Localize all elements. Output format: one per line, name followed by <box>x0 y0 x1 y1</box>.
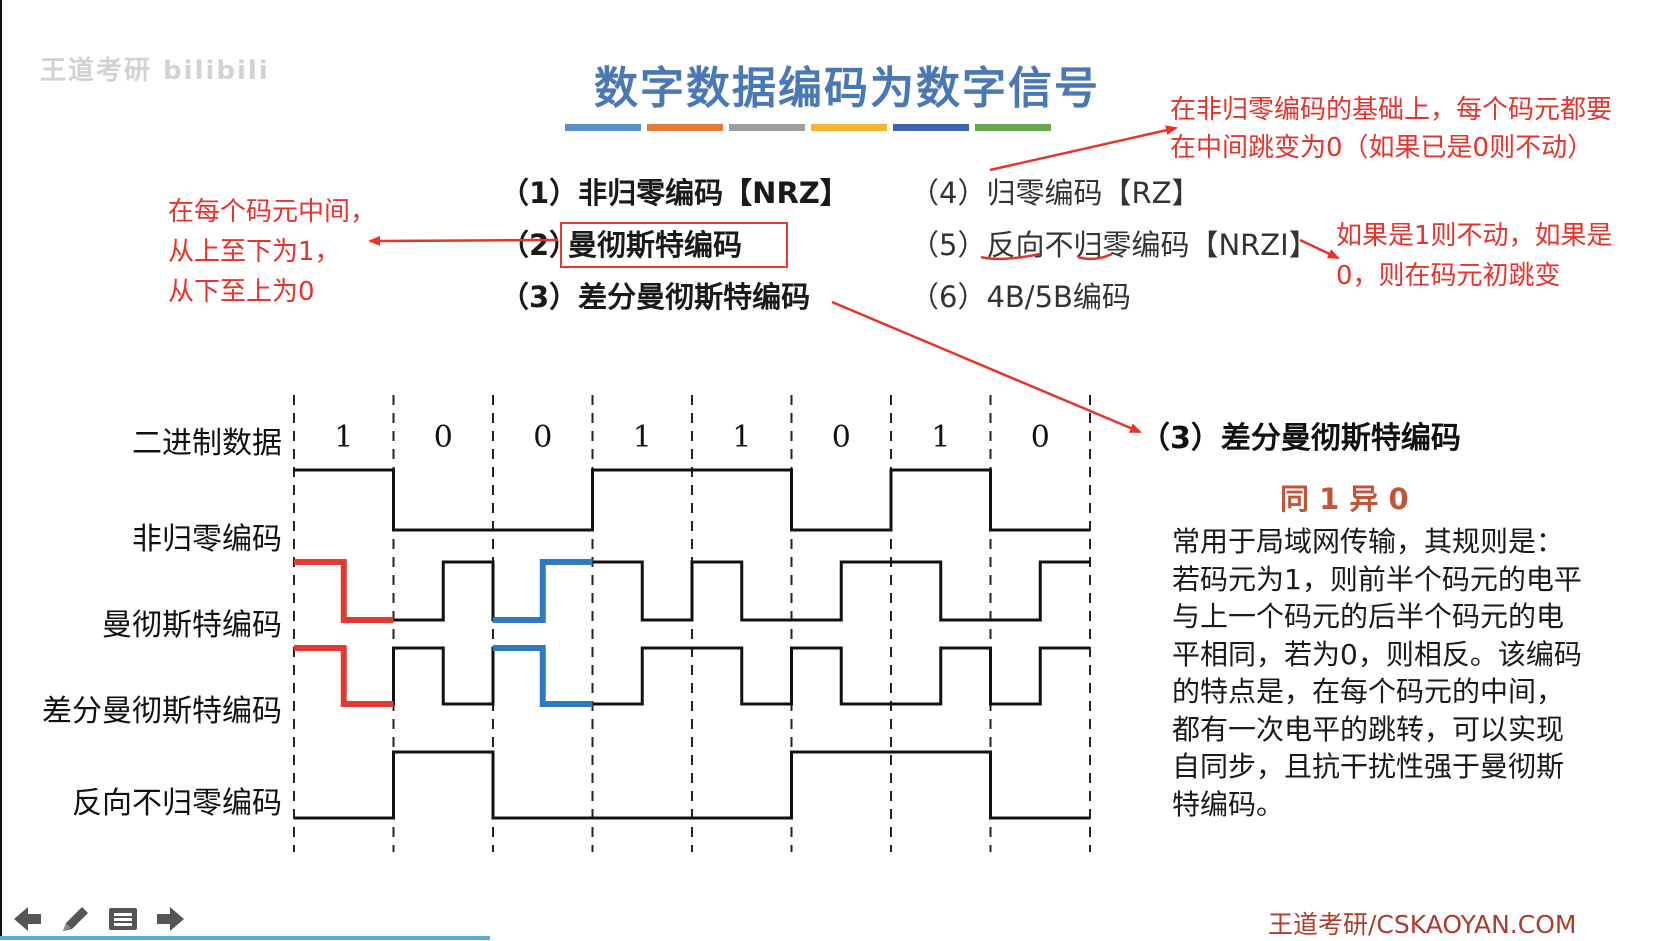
bit-value: 1 <box>334 420 354 455</box>
rz-note-line2: 在中间跳变为0（如果已是0则不动） <box>1170 133 1594 163</box>
title-color-bar <box>811 124 887 131</box>
rz-note-arrow <box>989 125 1178 172</box>
diff-manchester-arrow <box>831 300 1142 434</box>
row-label-nrzi: 反向不归零编码 <box>72 786 282 821</box>
panel-description-line: 平相同，若为0，则相反。该编码 <box>1172 637 1582 671</box>
nrzi-note-arrow <box>1299 238 1340 260</box>
progress-line <box>0 936 490 940</box>
nrzi-note-line1: 如果是1则不动，如果是 <box>1336 221 1613 251</box>
nrz-waveform <box>294 468 1090 532</box>
panel-description-line: 常用于局域网传输，其规则是： <box>1172 525 1565 558</box>
manchester-note-line2: 从上至下为1， <box>168 237 341 267</box>
bit-value: 0 <box>1030 420 1050 455</box>
nrzi-waveform <box>294 750 1090 820</box>
title-color-bar <box>647 124 723 131</box>
menu-icon[interactable] <box>106 904 140 934</box>
manchester-note-arrow <box>368 235 559 246</box>
method-manchester: 曼彻斯特编码 <box>568 228 743 262</box>
manchester-highlight-blue <box>493 559 593 623</box>
bit-boundary-lines <box>293 395 1091 852</box>
pen-icon[interactable] <box>58 904 92 934</box>
diff-manchester-highlight-red <box>294 645 394 707</box>
title-color-bar <box>565 124 641 131</box>
title-color-bar <box>975 124 1051 131</box>
panel-subtitle: 同 1 异 0 <box>1280 482 1409 516</box>
next-arrow-icon[interactable] <box>154 904 188 934</box>
footer-brand: 王道考研/CSKAOYAN.COM <box>1268 910 1577 939</box>
row-label-nrz: 非归零编码 <box>132 522 282 557</box>
diff-manchester-highlight-blue <box>493 645 593 707</box>
method-nrzi: （5）反向不归零编码【NRZI】 <box>910 228 1318 262</box>
bit-value: 1 <box>931 420 951 455</box>
watermark: 王道考研 bilibili <box>40 56 270 86</box>
previous-arrow-icon[interactable] <box>10 904 44 934</box>
manchester-note-line1: 在每个码元中间， <box>168 197 377 227</box>
underline-fan-xiang <box>980 252 1041 261</box>
bit-value: 0 <box>831 420 851 455</box>
row-label-manchester: 曼彻斯特编码 <box>102 608 282 643</box>
underline-ling <box>1077 252 1113 261</box>
title-color-bar <box>729 124 805 131</box>
method-rz: （4）归零编码【RZ】 <box>910 176 1201 210</box>
bit-value: 1 <box>732 420 752 455</box>
panel-title: （3）差分曼彻斯特编码 <box>1140 421 1461 456</box>
diff-manchester-waveform <box>294 646 1090 706</box>
panel-description-line: 自同步，且抗干扰性强于曼彻斯 <box>1172 750 1565 783</box>
slide-nav-toolbar <box>10 900 188 938</box>
panel-description-line: 与上一个码元的后半个码元的电 <box>1172 600 1565 633</box>
method-4b5b: （6）4B/5B编码 <box>910 280 1131 314</box>
left-border <box>0 0 2 940</box>
rz-note-line1: 在非归零编码的基础上，每个码元都要 <box>1170 95 1613 125</box>
panel-description-line: 的特点是，在每个码元的中间， <box>1172 675 1565 708</box>
waveforms <box>294 468 1090 820</box>
panel-description-line: 若码元为1，则前半个码元的电平 <box>1172 562 1582 596</box>
bit-value: 0 <box>533 420 553 455</box>
row-label-binary: 二进制数据 <box>132 426 282 461</box>
slide-title-text: 数字数据编码为数字信号 <box>594 63 1100 114</box>
slide-title: 数字数据编码为数字信号 <box>0 52 1674 116</box>
manchester-highlight-red <box>294 559 394 623</box>
method-nrz: （1）非归零编码【NRZ】 <box>500 176 849 210</box>
title-color-bar <box>893 124 969 131</box>
method-diff-manchester: （3）差分曼彻斯特编码 <box>500 280 811 314</box>
bit-value: 1 <box>632 420 652 455</box>
panel-description-line: 都有一次电平的跳转，可以实现 <box>1172 712 1565 746</box>
manchester-note-line3: 从下至上为0 <box>168 277 315 307</box>
manchester-highlight-box <box>560 222 788 268</box>
panel-description-line: 特编码。 <box>1172 787 1285 821</box>
method-manchester-number: （2） <box>500 228 579 262</box>
nrzi-note-line2: 0，则在码元初跳变 <box>1336 261 1561 291</box>
manchester-waveform <box>294 560 1090 622</box>
bit-value: 0 <box>433 420 453 455</box>
row-label-diff-manchester: 差分曼彻斯特编码 <box>42 694 282 729</box>
